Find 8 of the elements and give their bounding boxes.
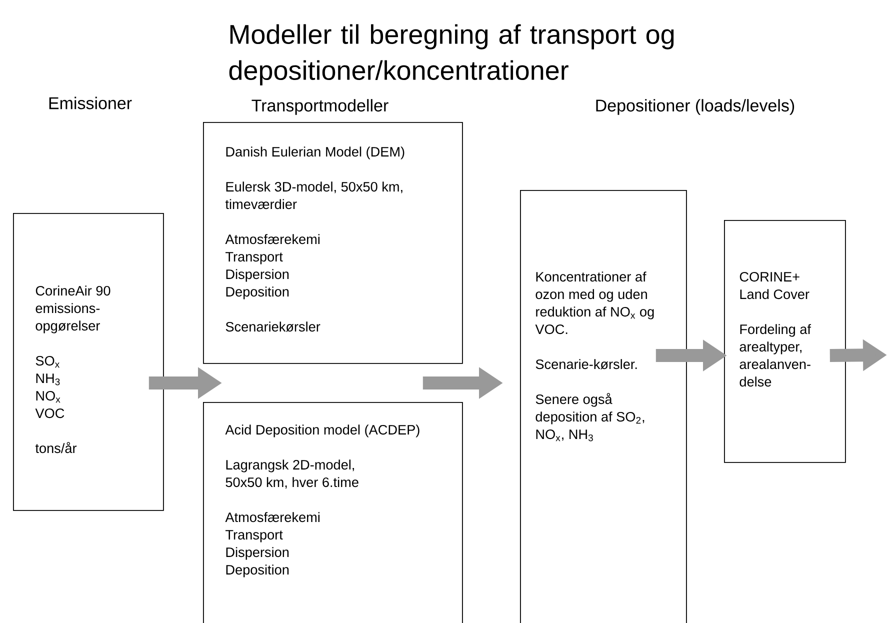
- text-box: Acid Deposition model (ACDEP) Lagrangsk 2D-model, 50x50 km, hver 6.time Atmosfærekemi Transport Dispersion Deposition: [203, 402, 463, 623]
- text-box: CORINE+ Land Cover Fordeling af arealtyper, arealanven- delse: [724, 220, 846, 463]
- column-heading: Depositioner (loads/levels): [596, 99, 794, 115]
- text-box: Koncentrationer af ozon med og uden reduktion af NO$_{x}$ og VOC. Scenarie-kørsler. Senere også deposition af SO$_{2}$, NO$_{x}$, NH$_{3}$: [520, 190, 687, 623]
- text-box: CorineAir 90 emissions- opgørelser SO$_{x}$ NH$_{3}$ NO$_{x}$ VOC tons/år: [13, 213, 164, 511]
- column-heading: Emissioner: [49, 96, 132, 110]
- text-box: Danish Eulerian Model (DEM) Eulersk 3D-model, 50x50 km, timeværdier Atmosfærekemi Transport Dispersion Deposition Scenariekørsler: [203, 122, 463, 364]
- title: Modeller til beregning af transport og depositioner/koncentrationer: [229, 24, 674, 86]
